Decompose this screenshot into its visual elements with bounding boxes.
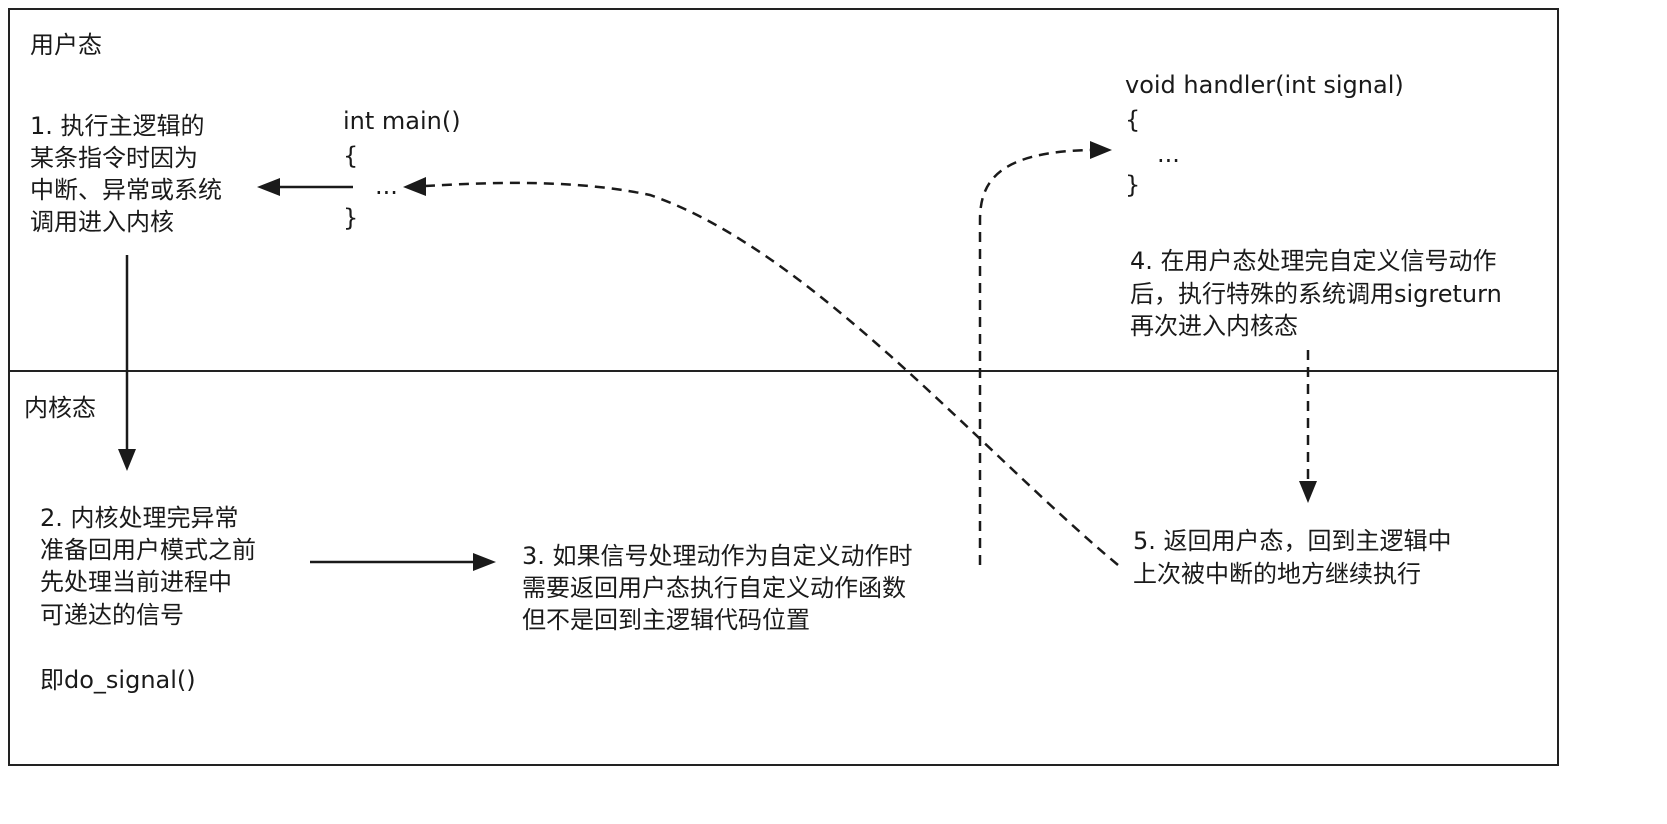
step3-line: 需要返回用户态执行自定义动作函数 bbox=[522, 574, 906, 602]
step2-line: 先处理当前进程中 bbox=[40, 568, 232, 596]
step4-line: 4. 在用户态处理完自定义信号动作 bbox=[1130, 247, 1497, 275]
main-body: ... bbox=[375, 172, 398, 200]
step3-line: 但不是回到主逻辑代码位置 bbox=[522, 606, 810, 634]
main-close-brace: } bbox=[343, 204, 359, 232]
step4-line: 再次进入内核态 bbox=[1130, 312, 1298, 340]
handler-signature: void handler(int signal) bbox=[1125, 71, 1404, 99]
handler-open-brace: { bbox=[1125, 106, 1141, 134]
user-kernel-divider bbox=[8, 370, 1559, 372]
main-signature: int main() bbox=[343, 107, 461, 135]
kernel-mode-label: 内核态 bbox=[24, 394, 96, 422]
step4-line: 后，执行特殊的系统调用sigreturn bbox=[1130, 280, 1502, 308]
main-open-brace: { bbox=[343, 142, 359, 170]
step5-line: 上次被中断的地方继续执行 bbox=[1133, 560, 1421, 588]
user-mode-label: 用户态 bbox=[30, 31, 102, 59]
handler-close-brace: } bbox=[1125, 171, 1141, 199]
step2-note: 即do_signal() bbox=[40, 666, 196, 694]
step2-line: 可递达的信号 bbox=[40, 601, 184, 629]
step1-line: 1. 执行主逻辑的 bbox=[30, 112, 205, 140]
step2-line: 2. 内核处理完异常 bbox=[40, 504, 239, 532]
step2-line: 准备回用户模式之前 bbox=[40, 536, 256, 564]
step1-line: 某条指令时因为 bbox=[30, 144, 198, 172]
step1-line: 调用进入内核 bbox=[30, 208, 174, 236]
diagram-frame bbox=[8, 8, 1559, 766]
step5-line: 5. 返回用户态，回到主逻辑中 bbox=[1133, 527, 1452, 555]
step1-line: 中断、异常或系统 bbox=[30, 176, 222, 204]
step3-line: 3. 如果信号处理动作为自定义动作时 bbox=[522, 542, 913, 570]
handler-body: ... bbox=[1157, 140, 1180, 168]
